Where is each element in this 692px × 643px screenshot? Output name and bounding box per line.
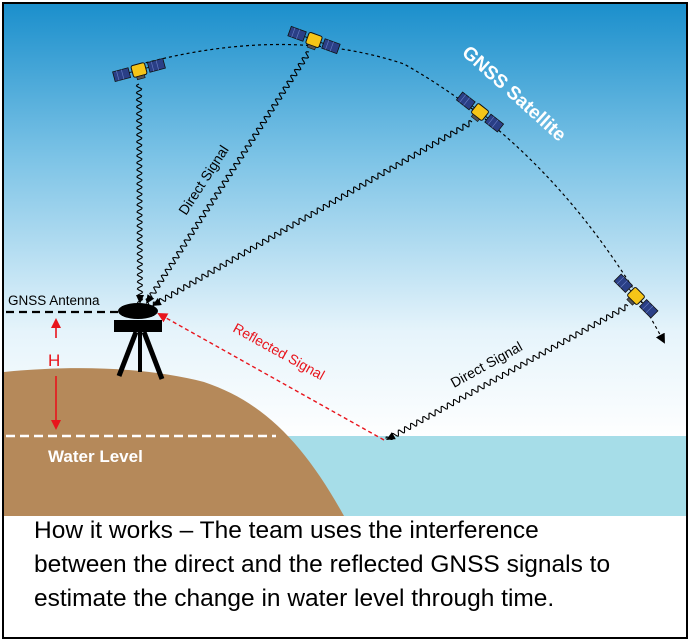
height-label: H [48, 351, 60, 370]
signal-paths [135, 51, 629, 441]
gnss-reflectometry-diagram: GNSS Antenna H Water Level GNSS Satellit… [4, 4, 686, 516]
signal-arrowhead [386, 432, 396, 440]
gnss-antenna-label: GNSS Antenna [8, 293, 100, 308]
direct-signal-wave [145, 51, 310, 306]
signal-arrowhead [152, 298, 162, 306]
caption-line: How it works – The team uses the interfe… [34, 517, 539, 544]
gnss-antenna-icon [114, 303, 165, 380]
reflected-signal-line [157, 313, 385, 441]
land-hill [4, 368, 344, 516]
direct-signal-wave [152, 120, 473, 309]
direct-signal-wave [135, 83, 144, 305]
water-level-label: Water Level [48, 447, 143, 466]
satellite-orbit-path [133, 43, 665, 344]
signal-arrowhead [146, 294, 155, 304]
caption: How it works – The team uses the interfe… [34, 514, 674, 616]
caption-line: estimate the change in water level throu… [34, 585, 555, 612]
caption-line: between the direct and the reflected GNS… [34, 551, 611, 578]
signal-arrowhead [136, 295, 144, 304]
direct-signal-wave [385, 304, 629, 441]
